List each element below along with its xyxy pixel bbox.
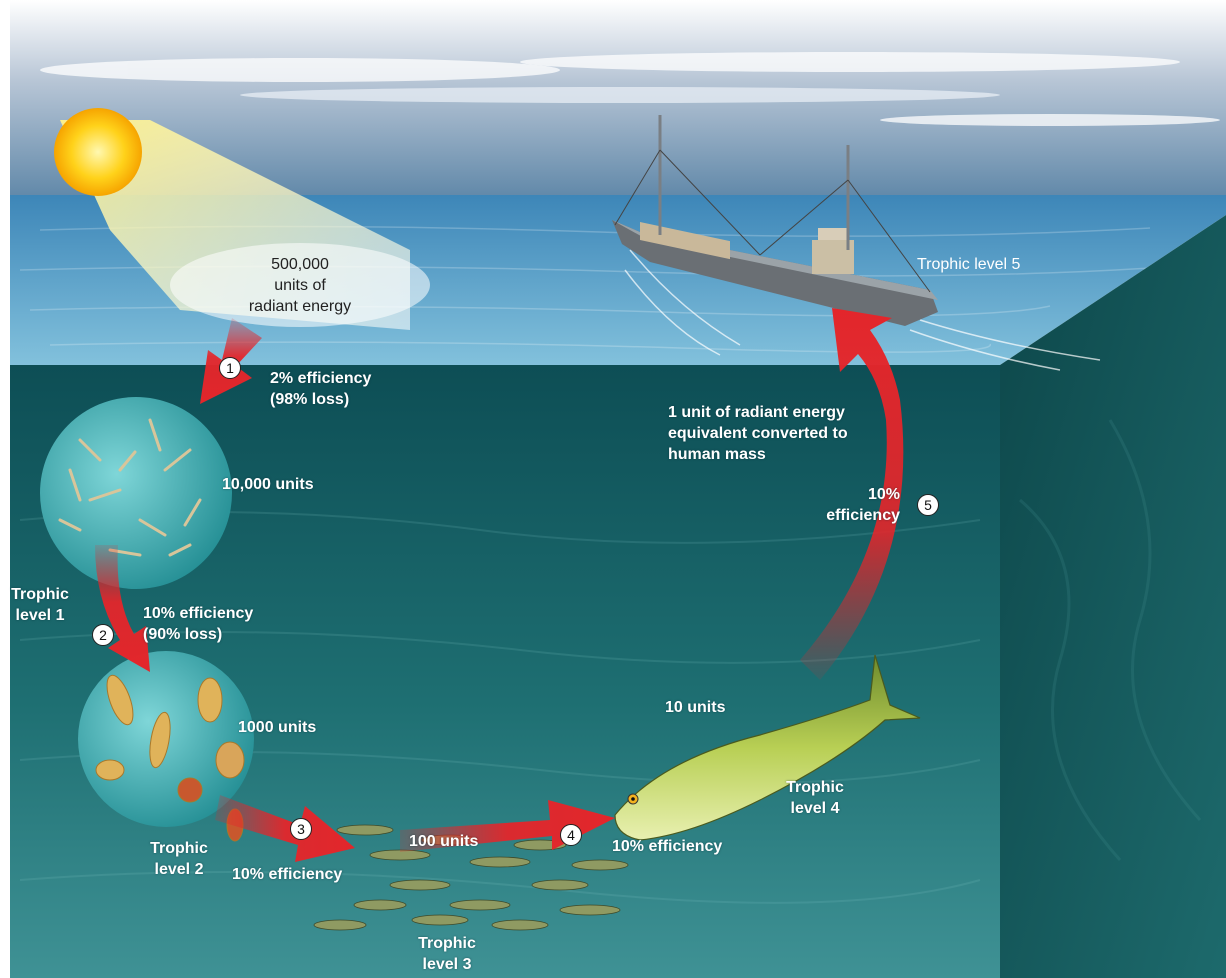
units-level-1-label: 10,000 units (222, 474, 362, 495)
efficiency-4-label: 10% efficiency (612, 836, 762, 857)
efficiency-5-label: 10% efficiency (790, 484, 900, 526)
phytoplankton-sphere (40, 397, 232, 589)
step-2-marker: 2 (92, 624, 114, 646)
sun (54, 108, 142, 196)
trophic-level-3-label: Trophic level 3 (402, 933, 492, 975)
step-3-marker: 3 (290, 818, 312, 840)
units-level-3-label: 100 units (409, 831, 509, 852)
efficiency-2-label: 10% efficiency (90% loss) (143, 603, 303, 645)
units-level-2-label: 1000 units (238, 717, 358, 738)
efficiency-3-label: 10% efficiency (232, 864, 382, 885)
step-1-marker: 1 (219, 357, 241, 379)
units-level-4-label: 10 units (665, 697, 755, 718)
sunlight-energy-label: 500,000 units of radiant energy (230, 254, 370, 317)
human-mass-label: 1 unit of radiant energy equivalent conv… (668, 402, 908, 465)
step-5-marker: 5 (917, 494, 939, 516)
trophic-level-4-label: Trophic level 4 (770, 777, 860, 819)
step-4-marker: 4 (560, 824, 582, 846)
efficiency-1-label: 2% efficiency (98% loss) (270, 368, 430, 410)
trophic-level-1-label: Trophic level 1 (0, 584, 80, 626)
trophic-level-5-label: Trophic level 5 (917, 254, 1057, 275)
trophic-level-2-label: Trophic level 2 (134, 838, 224, 880)
